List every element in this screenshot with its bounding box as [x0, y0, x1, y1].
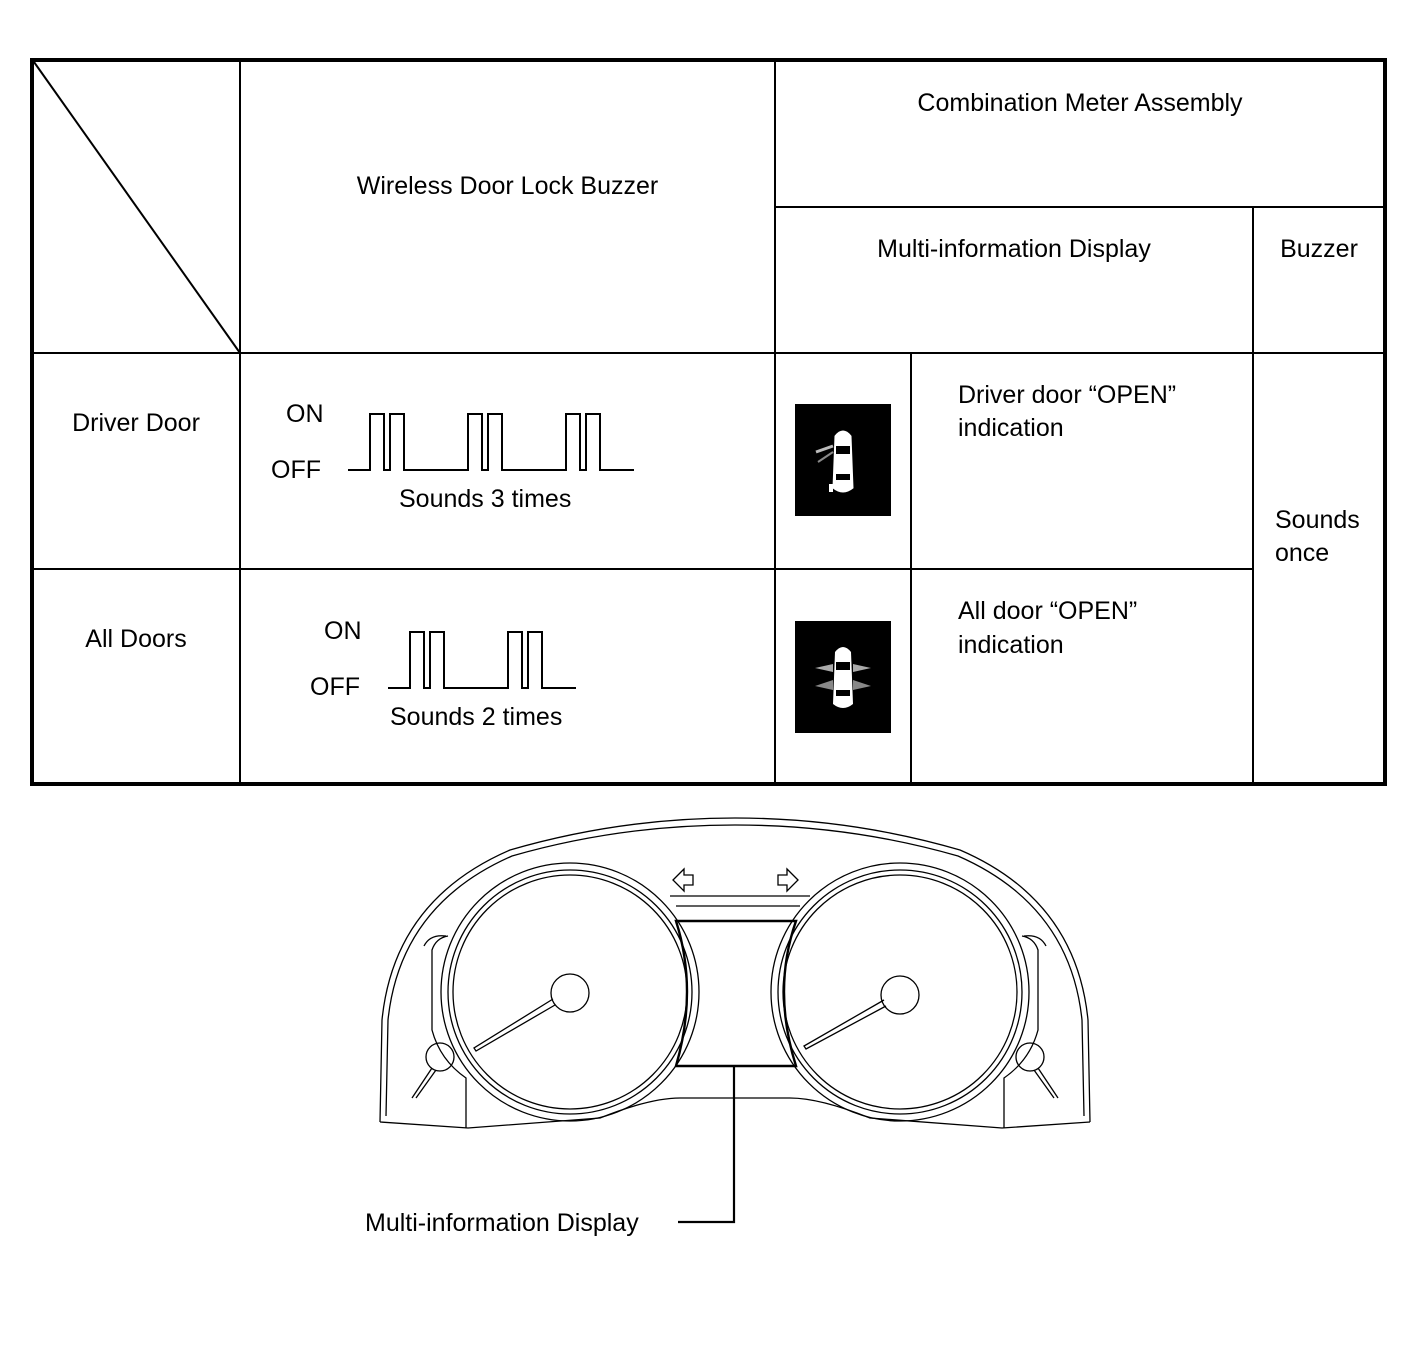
- right-gauge-hub: [880, 975, 920, 1015]
- right-side-pod: [1003, 935, 1039, 1128]
- buzzer-sounds-once-line2: once: [1275, 539, 1330, 567]
- multi-info-display-window: [674, 919, 798, 1068]
- left-gauge-face: [452, 874, 688, 1110]
- row-label-all-doors: All Doors: [85, 625, 187, 653]
- car-all-doors-open-icon: [795, 621, 891, 733]
- table-outer-border: [30, 58, 1387, 786]
- cluster-housing-inner: [385, 824, 1085, 1117]
- sounds-count-text: Sounds 3 times: [399, 485, 572, 513]
- header-buzzer: Buzzer: [1280, 235, 1358, 263]
- header-combination-meter-assembly: Combination Meter Assembly: [917, 89, 1243, 117]
- indication-text-line2: indication: [958, 414, 1064, 442]
- row-label-driver-door: Driver Door: [72, 409, 200, 437]
- right-turn-arrow-icon: [777, 867, 799, 893]
- right-gauge-needle: [803, 999, 887, 1050]
- left-turn-arrow-icon: [672, 867, 694, 893]
- left-gauge-rim: [447, 869, 693, 1115]
- callout-leader-line: [678, 1066, 736, 1224]
- right-gauge-face: [782, 874, 1018, 1110]
- signal-off-label: OFF: [310, 673, 360, 701]
- right-gauge-rim: [777, 869, 1023, 1115]
- right-trip-knob: [1015, 1042, 1045, 1072]
- left-gauge-hub: [550, 973, 590, 1013]
- indication-text-line1: All door “OPEN”: [958, 597, 1138, 625]
- car-driver-door-open-icon: [795, 404, 891, 516]
- signal-on-label: ON: [324, 617, 362, 645]
- left-trip-knob: [425, 1042, 455, 1072]
- left-gauge-needle: [473, 998, 556, 1052]
- signal-on-label: ON: [286, 400, 324, 428]
- buzzer-waveform-driver-door: [348, 413, 634, 471]
- buzzer-waveform-all-doors: [388, 631, 576, 689]
- left-side-pod: [431, 935, 467, 1128]
- header-wireless-door-lock-buzzer: Wireless Door Lock Buzzer: [356, 172, 659, 200]
- right-gauge-outer: [770, 862, 1030, 1122]
- cluster-housing: [379, 817, 1091, 1123]
- header-multi-information-display: Multi-information Display: [877, 235, 1151, 263]
- left-gauge-outer: [440, 862, 700, 1122]
- indication-text-line2: indication: [958, 631, 1064, 659]
- buzzer-sounds-once-line1: Sounds: [1275, 506, 1360, 534]
- table-diagonal: [33, 61, 241, 354]
- cluster-bottom-edge: [379, 1097, 1091, 1129]
- multi-information-display-callout: Multi-information Display: [365, 1209, 639, 1237]
- table-grid: [30, 58, 1387, 786]
- indication-text-line1: Driver door “OPEN”: [958, 381, 1177, 409]
- sounds-count-text: Sounds 2 times: [390, 703, 563, 731]
- signal-off-label: OFF: [271, 456, 321, 484]
